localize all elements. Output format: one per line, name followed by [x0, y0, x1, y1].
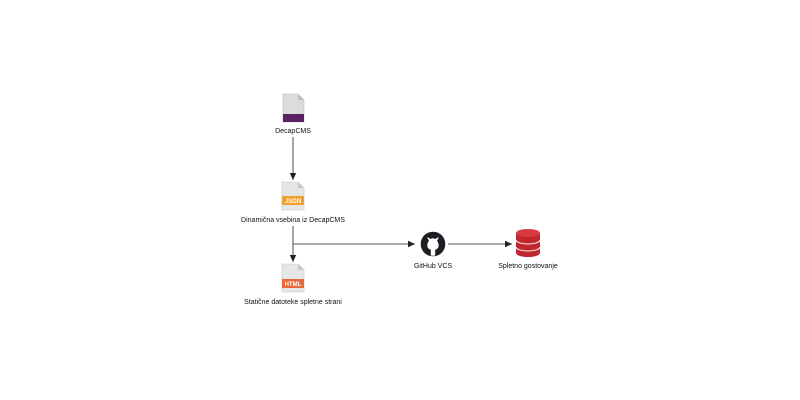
- json-file-icon: JSON: [281, 181, 305, 211]
- github-label: GitHub VCS: [414, 263, 452, 270]
- hosting-label: Spletno gostovanje: [498, 263, 558, 270]
- decapcms-label: DecapCMS: [275, 128, 311, 135]
- html-file-icon: HTML: [281, 263, 305, 293]
- json-node: JSON Dinamična vsebina iz DecapCMS: [241, 181, 345, 224]
- github-node: GitHub VCS: [414, 231, 452, 270]
- database-icon: [515, 229, 541, 257]
- document-icon: [282, 93, 305, 123]
- json-label: Dinamična vsebina iz DecapCMS: [241, 217, 345, 224]
- json-tag: JSON: [285, 199, 301, 205]
- hosting-node: Spletno gostovanje: [498, 229, 558, 270]
- html-node: HTML Statične datoteke spletne strani: [244, 263, 342, 306]
- html-tag: HTML: [285, 282, 302, 288]
- github-icon: [420, 231, 446, 257]
- html-label: Statične datoteke spletne strani: [244, 299, 342, 306]
- decapcms-node: DecapCMS: [275, 93, 311, 135]
